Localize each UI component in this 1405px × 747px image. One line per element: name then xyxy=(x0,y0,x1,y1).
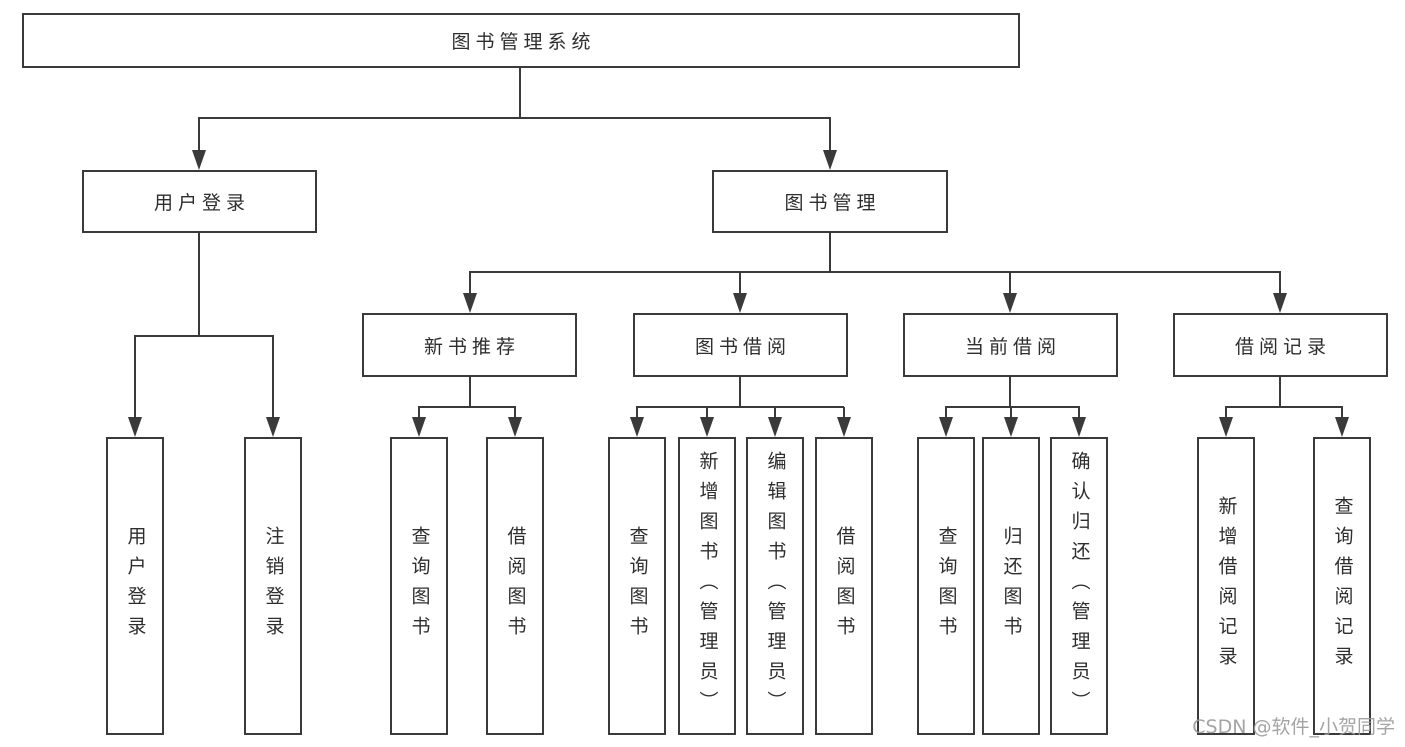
node-book-management: 图书管理 xyxy=(712,170,948,233)
arrowhead-down-icon xyxy=(1004,417,1018,437)
connector-line xyxy=(774,407,776,421)
node-label: 查询借阅记录 xyxy=(1331,496,1354,676)
connector-line xyxy=(1225,407,1227,421)
connector-line xyxy=(829,118,831,152)
connector-line xyxy=(469,377,471,407)
connector-line xyxy=(469,271,1281,273)
node-label: 编辑图书（管理员） xyxy=(764,451,787,721)
connector-line xyxy=(1078,407,1080,421)
node-book-management-system: 图书管理系统 xyxy=(22,13,1020,68)
connector-line xyxy=(198,117,831,119)
node-label: 确认归还（管理员） xyxy=(1068,451,1091,721)
connector-line xyxy=(198,233,200,336)
arrowhead-down-icon xyxy=(733,293,747,313)
arrowhead-down-icon xyxy=(463,293,477,313)
node-label: 借阅图书 xyxy=(504,526,527,646)
node-label: 借阅记录 xyxy=(1234,335,1331,358)
node-label: 查询图书 xyxy=(408,526,431,646)
node-label: 借阅图书 xyxy=(833,526,856,646)
connector-line xyxy=(1009,377,1011,407)
arrowhead-down-icon xyxy=(128,417,142,437)
connector-line xyxy=(636,407,638,421)
arrowhead-down-icon xyxy=(768,417,782,437)
arrowhead-down-icon xyxy=(412,417,426,437)
connector-line xyxy=(1279,272,1281,297)
node-user-login: 用户登录 xyxy=(106,437,164,735)
connector-line xyxy=(706,407,708,421)
arrowhead-down-icon xyxy=(939,417,953,437)
arrowhead-down-icon xyxy=(1072,417,1086,437)
node-new-book-recommend: 新书推荐 xyxy=(362,313,577,377)
arrowhead-down-icon xyxy=(700,417,714,437)
connector-line xyxy=(418,406,516,408)
connector-line xyxy=(1225,406,1343,408)
node-query-books: 查询图书 xyxy=(917,437,975,735)
arrowhead-down-icon xyxy=(837,417,851,437)
arrowhead-down-icon xyxy=(823,150,837,170)
csdn-watermark: CSDN @软件_小贺同学 xyxy=(1192,716,1395,738)
connector-line xyxy=(945,407,947,421)
node-label: 用户登录 xyxy=(153,192,250,214)
node-confirm-return-admin: 确认归还（管理员） xyxy=(1050,437,1108,735)
connector-line xyxy=(469,272,471,297)
arrowhead-down-icon xyxy=(192,150,206,170)
node-label: 当前借阅 xyxy=(964,335,1061,358)
node-query-books: 查询图书 xyxy=(390,437,448,735)
connector-line xyxy=(1010,407,1012,421)
connector-line xyxy=(418,407,420,421)
node-borrow-books: 借阅图书 xyxy=(486,437,544,735)
node-label: 图书管理 xyxy=(784,192,881,214)
arrowhead-down-icon xyxy=(1273,293,1287,313)
connector-line xyxy=(514,407,516,421)
connector-line xyxy=(1341,407,1343,421)
arrowhead-down-icon xyxy=(508,417,522,437)
arrowhead-down-icon xyxy=(1219,417,1233,437)
node-return-book: 归还图书 xyxy=(982,437,1040,735)
connector-line xyxy=(1279,377,1281,407)
node-label: 注销登录 xyxy=(262,526,285,646)
node-borrowing-records: 借阅记录 xyxy=(1173,313,1388,377)
connector-line xyxy=(739,272,741,297)
connector-line xyxy=(519,68,521,118)
node-label: 归还图书 xyxy=(1000,526,1023,646)
connector-line xyxy=(1009,272,1011,297)
node-label: 图书借阅 xyxy=(694,335,791,358)
node-query-borrow-record: 查询借阅记录 xyxy=(1313,437,1371,735)
node-current-borrowing: 当前借阅 xyxy=(903,313,1118,377)
connector-line xyxy=(134,336,136,419)
connector-line xyxy=(739,377,741,407)
node-borrow-books: 借阅图书 xyxy=(815,437,873,735)
arrowhead-down-icon xyxy=(1335,417,1349,437)
node-add-borrow-record: 新增借阅记录 xyxy=(1197,437,1255,735)
node-label: 查询图书 xyxy=(935,526,958,646)
connector-line xyxy=(829,233,831,272)
connector-line xyxy=(134,335,274,337)
connector-line xyxy=(843,407,845,421)
connector-line xyxy=(272,336,274,419)
node-add-book-admin: 新增图书（管理员） xyxy=(678,437,736,735)
node-logout: 注销登录 xyxy=(244,437,302,735)
node-label: 图书管理系统 xyxy=(451,31,596,53)
arrowhead-down-icon xyxy=(1003,293,1017,313)
arrowhead-down-icon xyxy=(266,417,280,437)
node-label: 新增借阅记录 xyxy=(1215,496,1238,676)
arrowhead-down-icon xyxy=(630,417,644,437)
connector-line xyxy=(945,406,1080,408)
node-label: 新书推荐 xyxy=(423,335,520,358)
node-query-books: 查询图书 xyxy=(608,437,666,735)
connector-line xyxy=(636,406,844,408)
node-label: 用户登录 xyxy=(124,526,147,646)
node-label: 查询图书 xyxy=(626,526,649,646)
node-user-login-branch: 用户登录 xyxy=(82,170,317,233)
connector-line xyxy=(198,118,200,152)
node-edit-book-admin: 编辑图书（管理员） xyxy=(746,437,804,735)
node-book-borrowing: 图书借阅 xyxy=(633,313,848,377)
node-label: 新增图书（管理员） xyxy=(696,451,719,721)
